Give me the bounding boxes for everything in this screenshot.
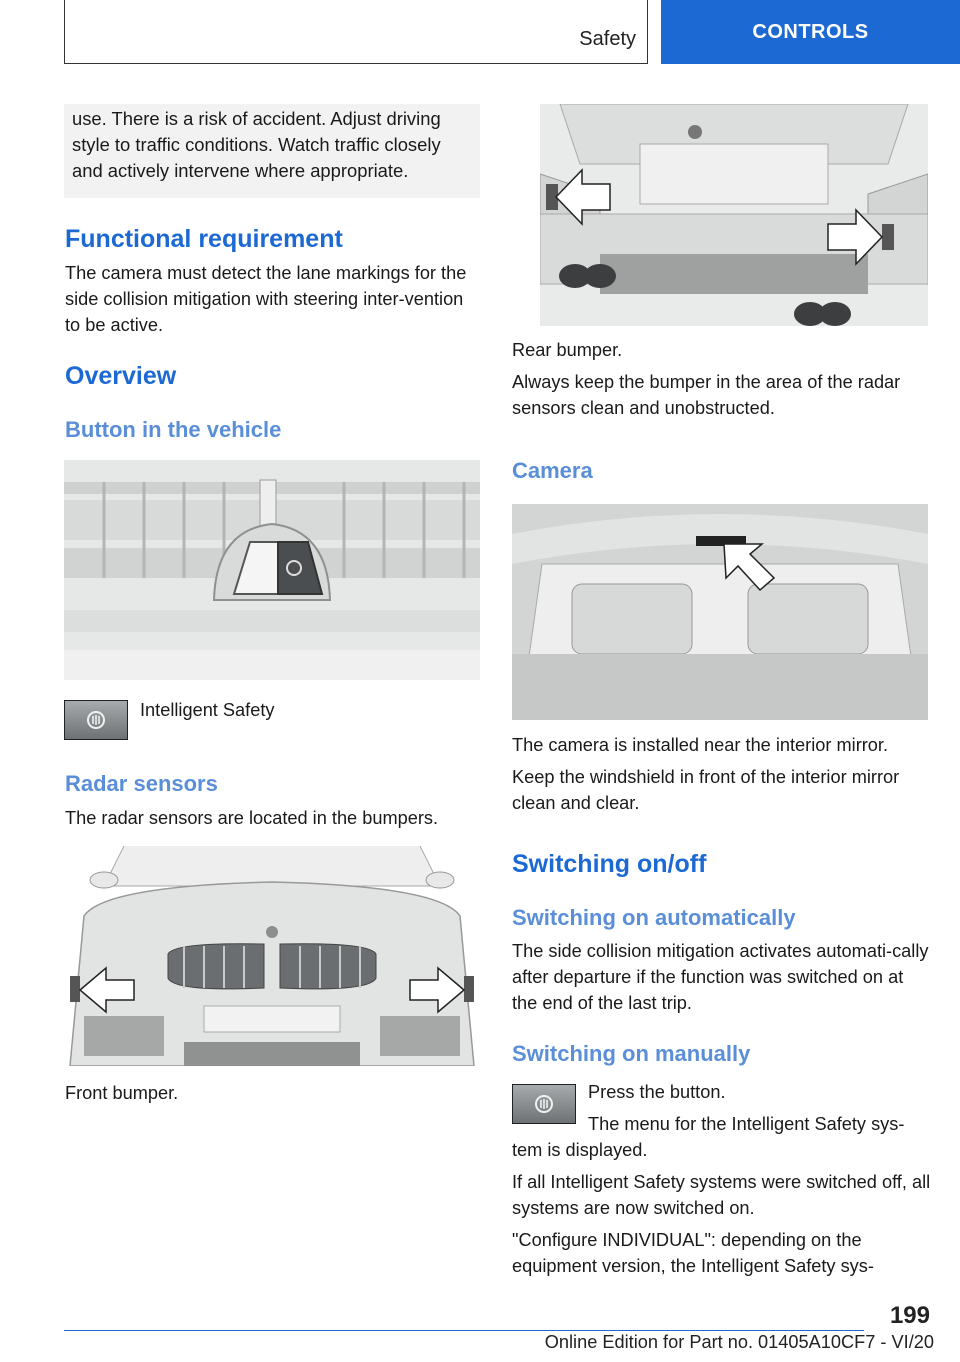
heading-button-in-vehicle: Button in the vehicle bbox=[65, 417, 282, 442]
heading-radar-sensors: Radar sensors bbox=[65, 771, 218, 796]
functional-text: The camera must detect the lane markings… bbox=[65, 263, 467, 335]
menu-displayed-text-2: tem is displayed. bbox=[512, 1140, 648, 1160]
header-section-title: Safety bbox=[579, 28, 636, 50]
warning-text: use. There is a risk of accident. Adjust… bbox=[72, 108, 441, 181]
warning-box: use. There is a risk of accident. Adjust… bbox=[64, 104, 480, 198]
rear-bumper-illustration bbox=[540, 104, 928, 326]
rear-bumper-text: Always keep the bumper in the area of th… bbox=[512, 372, 901, 418]
intelligent-safety-icon bbox=[512, 1084, 576, 1124]
intelligent-safety-icon bbox=[64, 700, 128, 740]
configure-individual-text: "Configure INDIVIDUAL": depending on the… bbox=[512, 1230, 874, 1276]
heading-switching-on-automatically: Switching on automatically bbox=[512, 905, 796, 930]
camera-caption: The camera is installed near the interio… bbox=[512, 735, 889, 755]
radar-text: The radar sensors are located in the bum… bbox=[65, 808, 439, 828]
button-vehicle-illustration bbox=[64, 460, 480, 680]
press-button-text: Press the button. bbox=[588, 1082, 726, 1102]
footer-divider bbox=[64, 1330, 864, 1331]
switching-auto-text: The side collision mitigation activates … bbox=[512, 941, 929, 1013]
camera-illustration bbox=[512, 504, 928, 720]
page-number: 199 bbox=[889, 1302, 930, 1329]
rear-bumper-caption: Rear bumper. bbox=[512, 340, 623, 360]
footer-edition: Online Edition for Part no. 01405A10CF7 … bbox=[544, 1332, 934, 1352]
camera-text: Keep the windshield in front of the inte… bbox=[512, 767, 900, 813]
front-bumper-caption: Front bumper. bbox=[65, 1083, 179, 1103]
front-bumper-illustration bbox=[64, 846, 480, 1066]
menu-displayed-text-1: The menu for the Intelligent Safety sys- bbox=[588, 1114, 905, 1134]
heading-switching-on-off: Switching on/off bbox=[512, 850, 707, 878]
heading-functional-requirement: Functional requirement bbox=[65, 225, 343, 253]
intelligent-safety-label: Intelligent Safety bbox=[140, 700, 275, 720]
header-frame bbox=[64, 0, 648, 64]
heading-overview: Overview bbox=[65, 362, 177, 390]
all-systems-text: If all Intelligent Safety systems were s… bbox=[512, 1172, 931, 1218]
heading-camera: Camera bbox=[512, 458, 593, 483]
header-tab-controls[interactable]: CONTROLS bbox=[661, 0, 960, 64]
heading-switching-on-manually: Switching on manually bbox=[512, 1041, 751, 1066]
